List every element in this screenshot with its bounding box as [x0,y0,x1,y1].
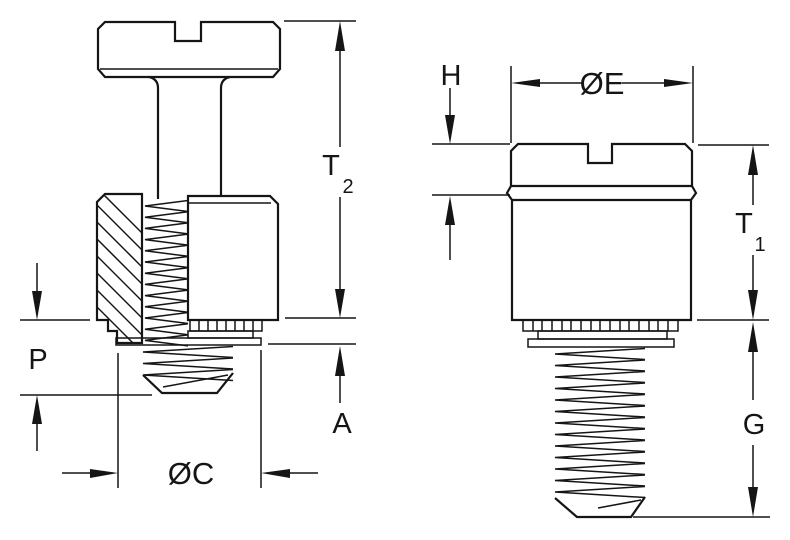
thread-tip-inner-line [162,374,229,388]
dimension-label-h: H [441,60,462,92]
arrowhead-down [445,115,455,144]
panel-outline [95,192,144,345]
dimension-label-g: G [743,409,766,441]
sleeve-outline [186,194,280,322]
dimension-label-a: A [332,408,352,440]
dimension-label-c: ØC [168,456,215,491]
screw-thread-engaged [144,199,189,347]
dim-g: G [633,322,770,518]
screw-thread-protruding [142,345,234,395]
flange-plate [527,338,675,348]
dim-t2: T 2 [284,20,356,319]
screw-shaft [148,75,231,199]
arrowhead-right [90,469,118,478]
arrowhead-up [32,395,42,424]
dim-c: ØC [62,350,318,491]
thread-tip-chamfer [142,372,234,395]
dim-h: H [432,60,510,260]
retainer-flange [115,330,262,346]
arrowhead-right [664,79,693,87]
arrowhead-up [748,145,758,175]
retainer-sleeve [186,194,280,322]
screw-head-front [96,20,282,79]
panel-hatched-section [95,192,144,345]
threaded-shank [554,347,646,519]
head-outline [509,142,694,188]
arrowhead-left [511,79,540,87]
arrowhead-up [335,21,345,51]
dimension-label-p: P [28,344,47,376]
shank-tip-chamfer [554,496,646,519]
right-view: H ØE T 1 G [432,60,770,519]
arrowhead-down [32,291,42,320]
arrowhead-down [748,290,758,320]
retainer-body [510,200,693,322]
arrowhead-up [445,196,455,225]
neck-groove-notches [505,185,698,201]
shank-tip-inner-line [597,499,642,509]
arrowhead-down [748,487,758,517]
clinch-knurl-right [522,319,679,332]
flange-step [537,330,668,340]
dimension-label-e: ØE [580,66,625,101]
shaft-right-edge [219,75,231,196]
arrowhead-up [335,346,345,376]
dimension-label-t2-sub: 2 [342,176,353,198]
shaft-left-edge [148,75,160,199]
arrowhead-up [748,322,758,352]
dimension-label-t1: T [735,208,753,240]
clinch-knurl [189,319,263,332]
arrowhead-down [335,289,345,318]
dimension-label-t1-sub: 1 [754,234,765,256]
arrowhead-left [261,469,290,478]
dim-a: A [268,343,356,440]
dim-t1: T 1 [697,144,769,321]
screw-head-side [505,142,698,202]
body-outline [510,200,693,322]
dim-e: ØE [510,66,694,143]
flange-plate [115,337,262,346]
head-outline [96,20,282,79]
dim-p: P [20,263,152,451]
retainer-flange-right [527,330,675,348]
left-view: T 2 P A ØC [20,20,356,491]
flange-step [187,330,254,339]
dimension-label-t2: T [322,150,340,182]
